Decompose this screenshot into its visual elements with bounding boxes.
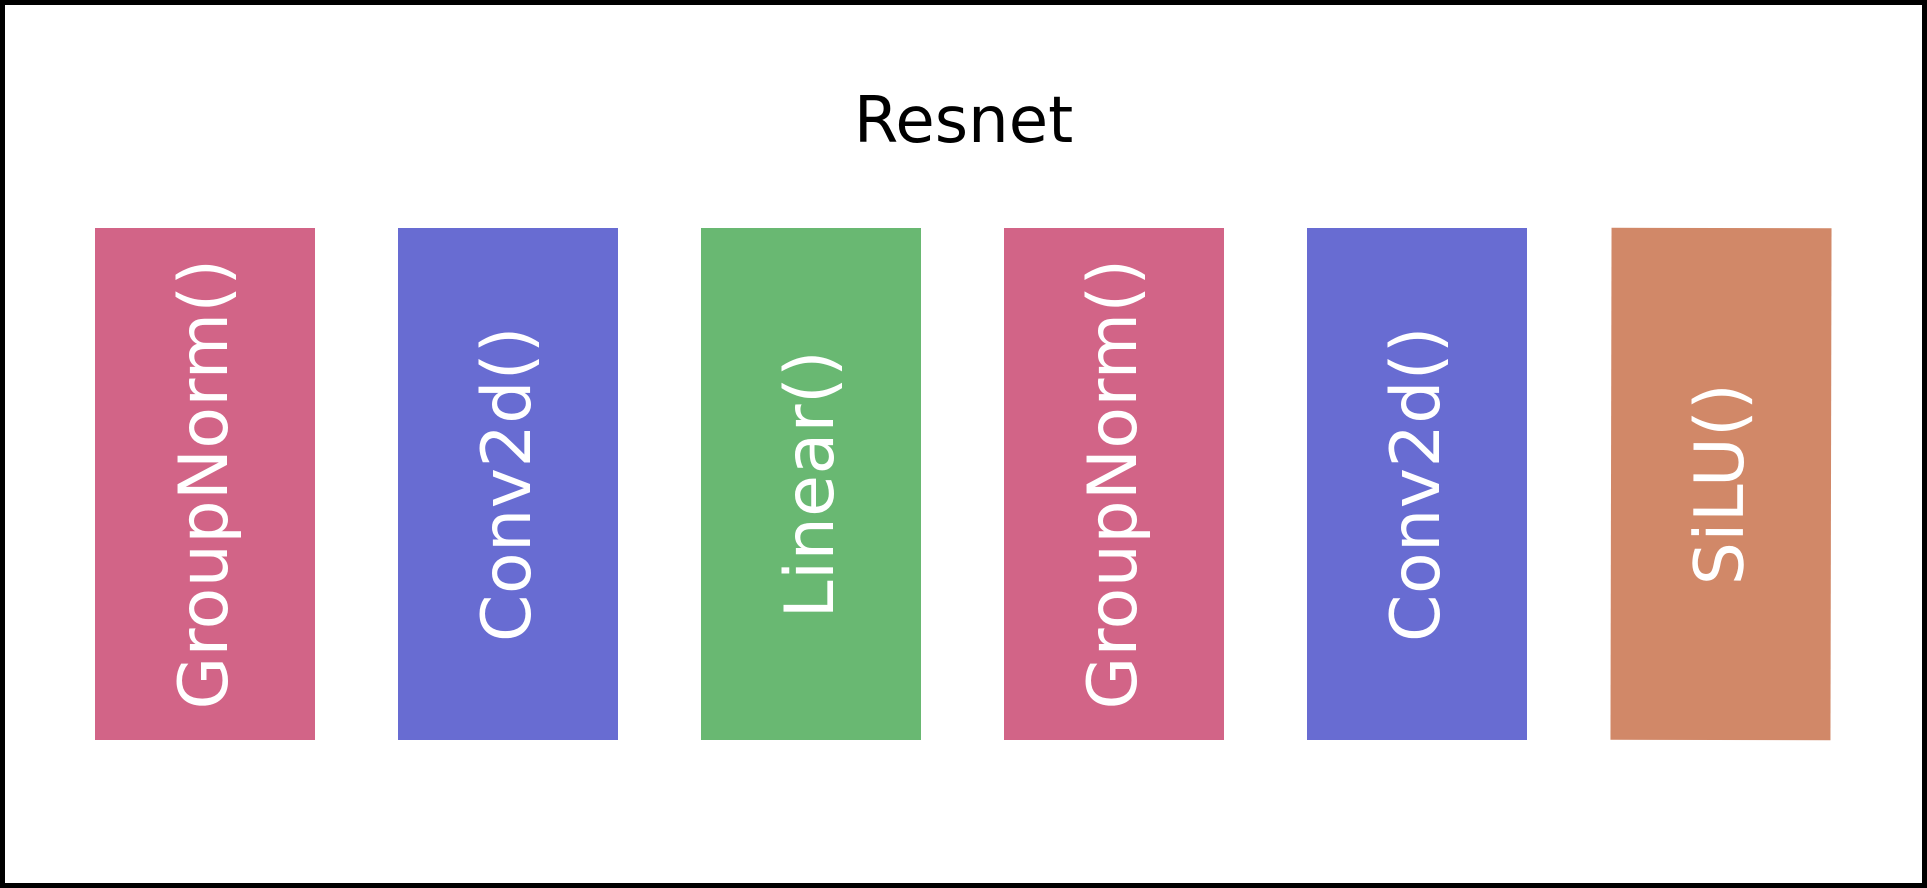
layer-block-groupnorm-1: GroupNorm() — [95, 228, 315, 740]
layer-block-silu: SiLU() — [1610, 227, 1832, 741]
layer-block-linear: Linear() — [701, 228, 921, 740]
layer-label: Linear() — [771, 349, 850, 619]
layer-label: Conv2d() — [468, 326, 547, 642]
layer-label: Conv2d() — [1377, 326, 1456, 642]
layer-block-conv2d-2: Conv2d() — [1307, 228, 1527, 740]
layer-block-conv2d-1: Conv2d() — [398, 228, 618, 740]
layer-label: GroupNorm() — [1074, 258, 1153, 710]
layer-block-groupnorm-2: GroupNorm() — [1004, 228, 1224, 740]
diagram-title: Resnet — [853, 84, 1074, 158]
layer-sequence: GroupNorm() Conv2d() Linear() GroupNorm(… — [5, 5, 1922, 883]
layer-label: GroupNorm() — [165, 258, 244, 710]
layer-label: SiLU() — [1680, 382, 1761, 586]
